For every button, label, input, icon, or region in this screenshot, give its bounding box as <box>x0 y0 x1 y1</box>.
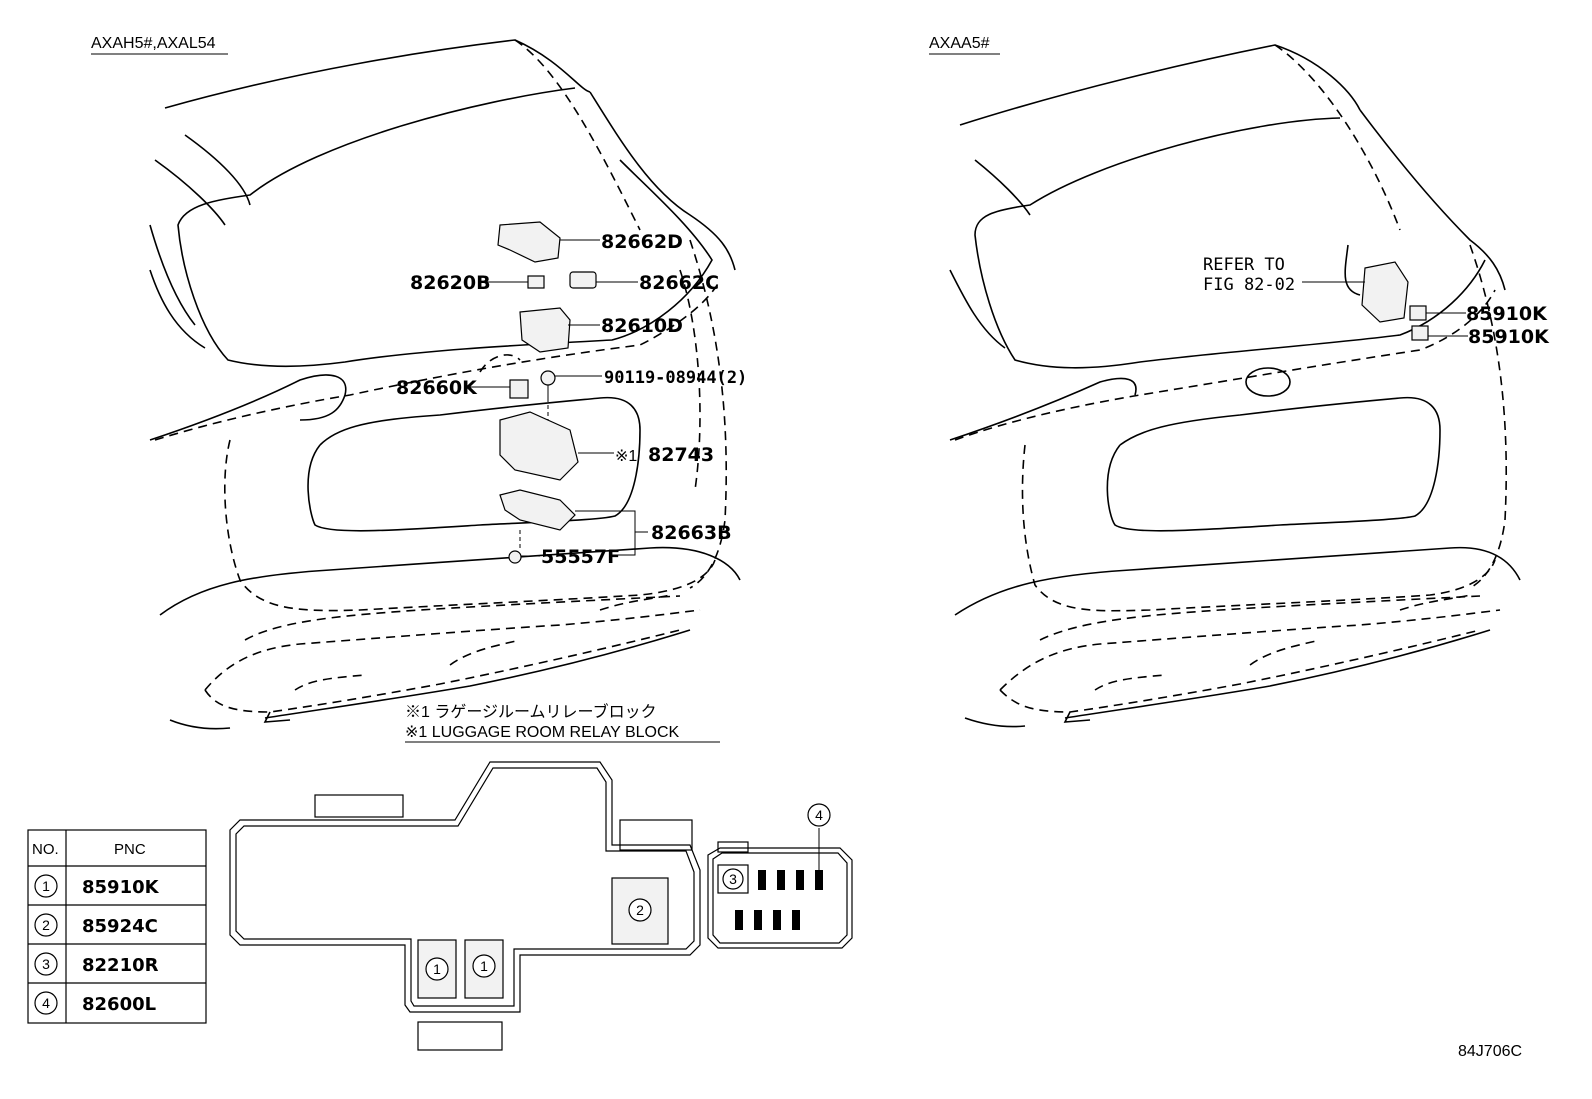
table-row: 4 82600L <box>34 991 156 1015</box>
table-header-no: NO. <box>32 841 59 858</box>
connector-82620b <box>527 275 545 289</box>
nut-icon <box>508 550 522 564</box>
right-leaders <box>1302 281 1468 337</box>
refer-to-line2: FIG 82-02 <box>1203 275 1295 295</box>
pnc-table: NO. PNC 1 85910K 2 85924C 3 82210R 4 826… <box>27 829 207 1024</box>
svg-text:1: 1 <box>433 961 441 977</box>
callout-82620b: 82620B <box>410 272 491 294</box>
table-row: 3 82210R <box>34 952 159 976</box>
relay-82660k <box>509 379 529 399</box>
relay-block-body <box>1361 261 1409 323</box>
bracket-82663b <box>499 489 576 531</box>
svg-text:2: 2 <box>42 917 50 933</box>
right-model-code: AXAA5# <box>929 35 990 52</box>
right-parts <box>1344 244 1429 341</box>
callout-85910k-b: 85910K <box>1468 326 1550 348</box>
left-vehicle-outline <box>149 39 741 730</box>
table-header-pnc: PNC <box>114 841 146 858</box>
refer-to-line1: REFER TO <box>1203 255 1285 275</box>
callout-82743: 82743 <box>648 444 714 466</box>
table-row: 1 85910K <box>34 874 160 898</box>
bracket-82662d <box>497 221 561 263</box>
svg-text:82210R: 82210R <box>82 955 159 976</box>
left-model-code: AXAH5#,AXAL54 <box>91 35 216 52</box>
svg-text:2: 2 <box>636 902 644 918</box>
note-japanese: ※1 ラゲージルームリレーブロック <box>405 702 657 721</box>
svg-text:82600L: 82600L <box>82 994 156 1015</box>
note-english: ※1 LUGGAGE ROOM RELAY BLOCK <box>405 724 680 741</box>
bracket-82743 <box>499 411 579 481</box>
relay-85910k-a <box>1409 305 1427 321</box>
left-leaders <box>470 239 648 557</box>
relay-block-82610d <box>519 307 571 353</box>
callout-82610d: 82610D <box>601 315 683 337</box>
svg-text:85910K: 85910K <box>82 877 160 898</box>
relay-85910k-b <box>1411 325 1429 341</box>
right-vehicle-outline <box>949 44 1521 728</box>
callout-90119-08944: 90119-08944(2) <box>604 368 747 388</box>
svg-text:3: 3 <box>729 871 737 887</box>
callout-82663b: 82663B <box>651 522 732 544</box>
callout-82662d: 82662D <box>601 231 683 253</box>
table-row: 2 85924C <box>34 913 158 937</box>
svg-text:4: 4 <box>42 995 50 1011</box>
svg-text:1: 1 <box>480 958 488 974</box>
cover-82662c <box>569 271 597 289</box>
svg-text:85924C: 85924C <box>82 916 158 937</box>
callout-85910k-a: 85910K <box>1466 303 1548 325</box>
svg-text:1: 1 <box>42 878 50 894</box>
relay-position-markers: 2 1 1 3 4 <box>425 803 831 981</box>
bolt-icon <box>540 370 556 398</box>
relay-block-layout <box>229 761 853 1051</box>
callout-82662c: 82662C <box>639 272 719 294</box>
callout-82660k: 82660K <box>396 377 478 399</box>
figure-id: 84J706C <box>1458 1043 1522 1060</box>
callout-55557f: 55557F <box>541 546 620 568</box>
svg-text:3: 3 <box>42 956 50 972</box>
svg-text:4: 4 <box>815 807 823 823</box>
left-parts <box>479 221 597 564</box>
callout-note-mark: ※1 <box>615 448 637 465</box>
